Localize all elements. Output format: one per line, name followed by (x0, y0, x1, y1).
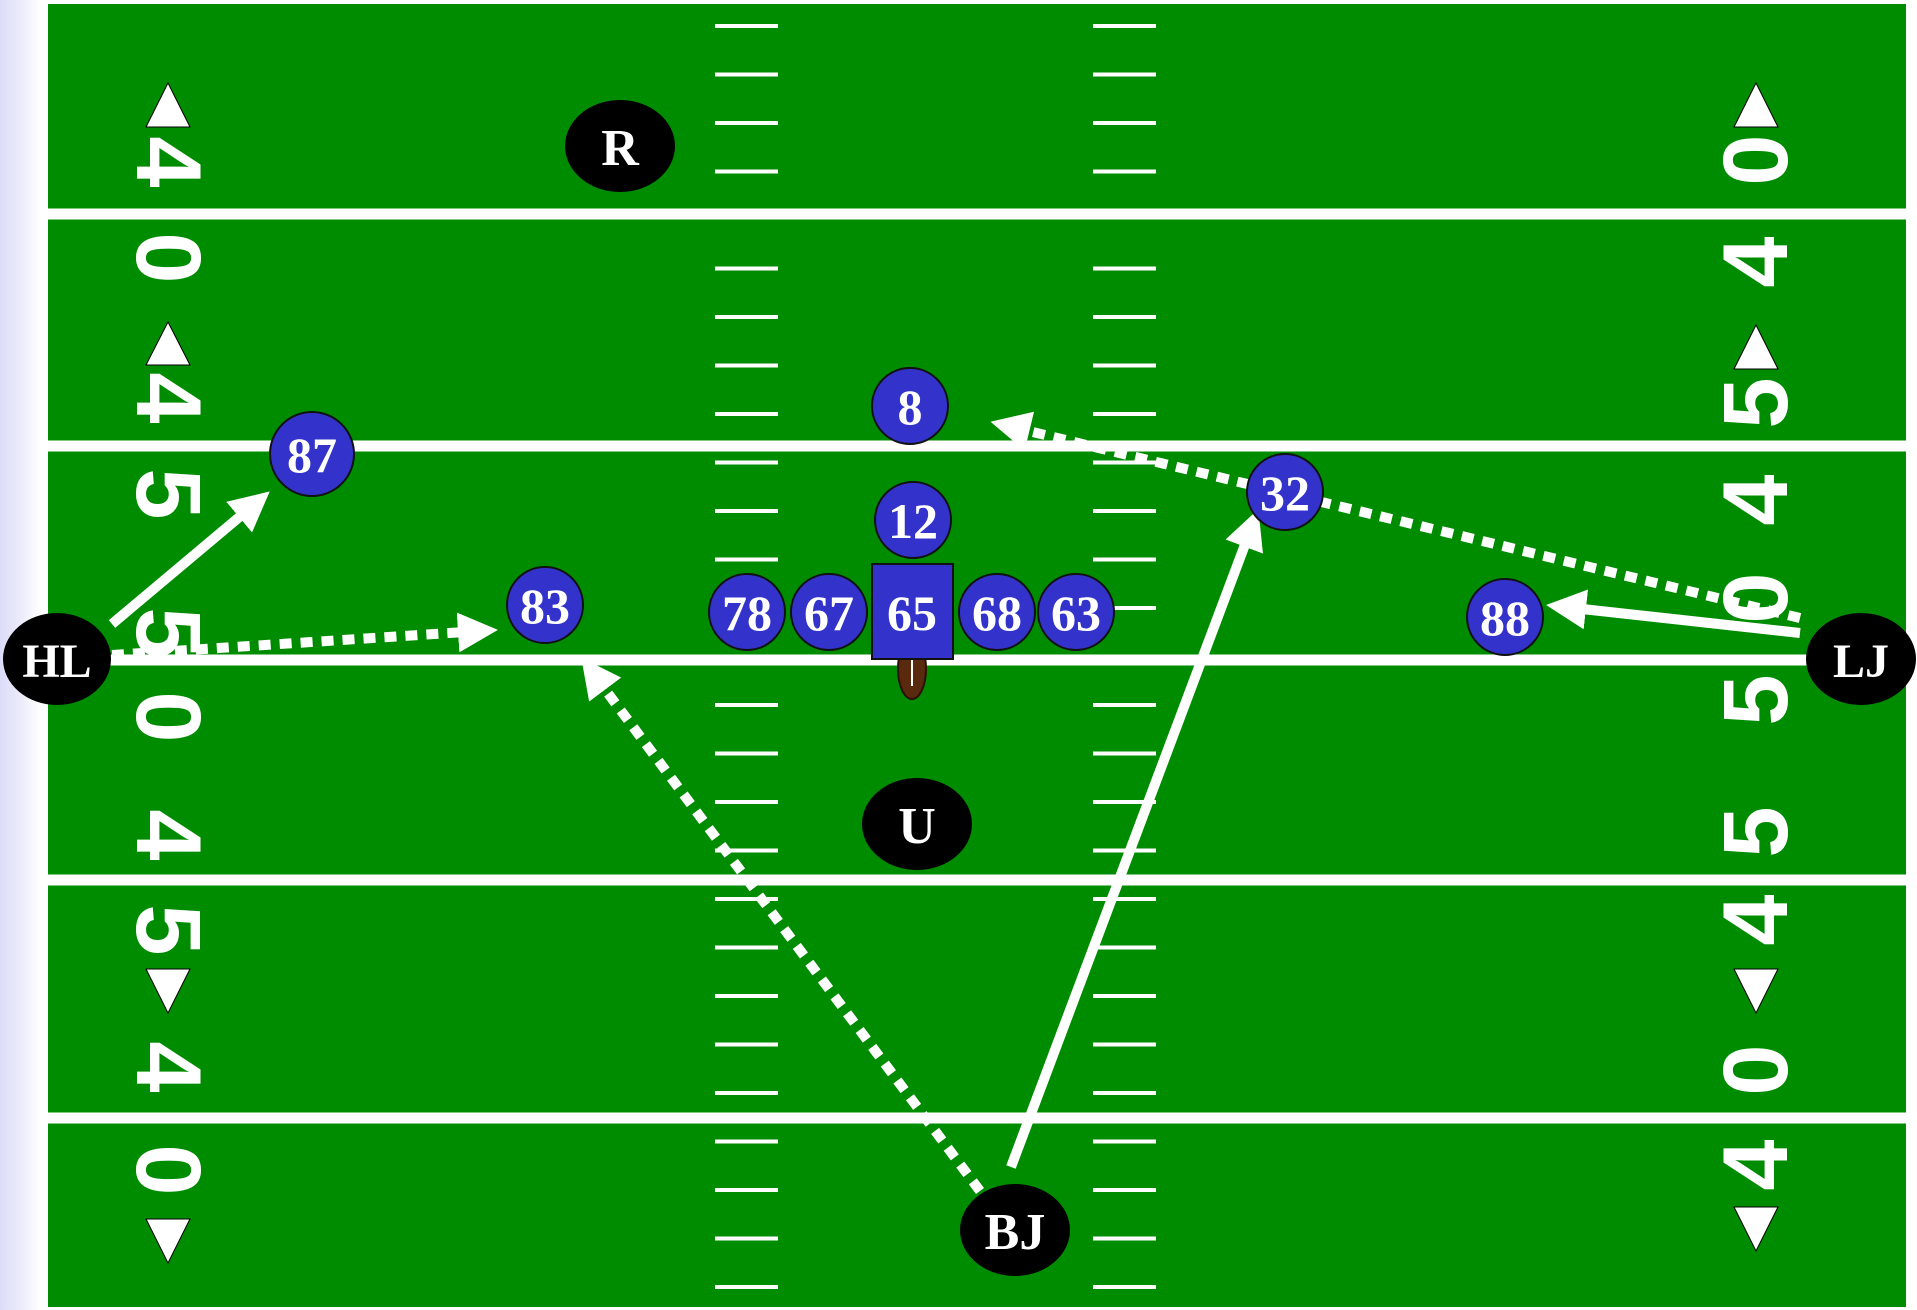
player-65-center: 65 (872, 564, 953, 659)
player-8: 8 (872, 368, 948, 444)
player-12: 12 (875, 482, 951, 558)
player-label: 83 (520, 578, 570, 634)
yard-number: 5 (117, 904, 219, 955)
yard-number: 4 (1705, 1139, 1807, 1190)
official-label: U (898, 798, 936, 855)
yard-number: 4 (1705, 474, 1807, 525)
player-78: 78 (709, 574, 785, 650)
player-label: 32 (1260, 465, 1310, 521)
player-label: 65 (887, 585, 937, 641)
yard-number: 0 (1705, 134, 1807, 185)
player-label: 63 (1051, 585, 1101, 641)
player-63: 63 (1038, 574, 1114, 650)
yard-number: 0 (1705, 1044, 1807, 1095)
yard-number: 4 (1705, 236, 1807, 287)
yard-number: 5 (1705, 377, 1807, 428)
player-67: 67 (791, 574, 867, 650)
official-label: BJ (985, 1204, 1046, 1261)
official-label: R (601, 120, 640, 177)
player-label: 68 (972, 585, 1022, 641)
official-referee: R (565, 100, 675, 192)
player-label: 67 (804, 585, 854, 641)
yard-number: 4 (1705, 894, 1807, 945)
yard-number: 4 (117, 1041, 219, 1092)
player-label: 78 (722, 585, 772, 641)
player-83: 83 (507, 567, 583, 643)
yard-number: 0 (117, 1144, 219, 1195)
player-88: 88 (1467, 579, 1543, 655)
yard-number: 5 (1705, 806, 1807, 857)
player-label: 88 (1480, 590, 1530, 646)
player-87: 87 (270, 412, 354, 496)
player-label: 8 (898, 379, 923, 435)
official-label: HL (22, 635, 91, 688)
yard-number: 0 (117, 232, 219, 283)
player-label: 12 (888, 493, 938, 549)
yard-number: 5 (1705, 674, 1807, 725)
yard-number: 4 (117, 136, 219, 187)
yard-number: 5 (117, 468, 219, 519)
official-head-linesman: HL (3, 613, 111, 705)
yard-number: 4 (117, 809, 219, 860)
yard-number: 4 (117, 372, 219, 423)
player-32: 32 (1247, 454, 1323, 530)
official-umpire: U (862, 778, 972, 870)
player-68: 68 (959, 574, 1035, 650)
official-label: LJ (1833, 635, 1889, 688)
official-line-judge: LJ (1806, 613, 1916, 705)
player-label: 87 (287, 427, 337, 483)
yard-number: 0 (117, 691, 219, 742)
official-back-judge: BJ (960, 1184, 1070, 1276)
